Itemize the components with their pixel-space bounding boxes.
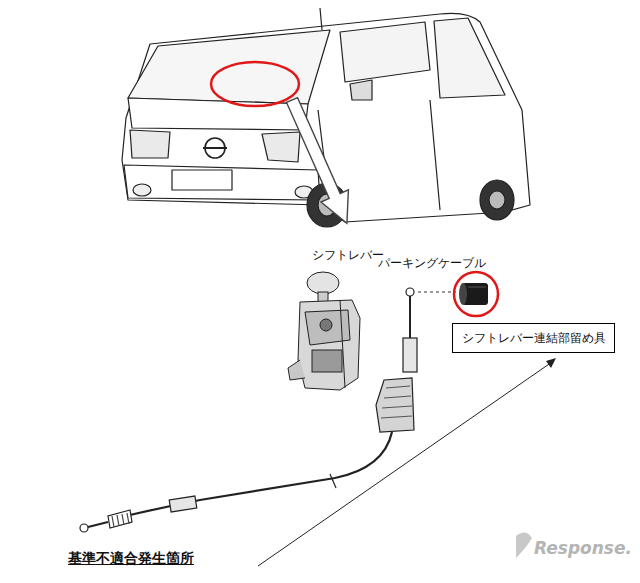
highlight-circle xyxy=(211,62,299,106)
shift-lever-drawing xyxy=(288,272,360,390)
callout-box: シフトレバー連結部留め具 xyxy=(452,323,615,353)
box-text: シフトレバー連結部留め具 xyxy=(462,331,606,346)
part-name: シフトレバー xyxy=(312,248,384,262)
leader-line xyxy=(258,362,552,566)
part-name: パーキングケーブル xyxy=(378,256,486,270)
van-drawing xyxy=(122,8,530,227)
pointer-arrow xyxy=(278,94,360,230)
leader-arrowhead xyxy=(546,358,556,368)
parking-cable-drawing xyxy=(80,288,417,532)
dashed-leader xyxy=(418,292,456,293)
note-heading: 基準不適合発生箇所 xyxy=(68,550,194,567)
highlight-circle xyxy=(454,272,498,316)
watermark: Response. xyxy=(534,538,632,558)
fastener-cap xyxy=(459,283,488,305)
watermark-logo xyxy=(516,532,532,558)
